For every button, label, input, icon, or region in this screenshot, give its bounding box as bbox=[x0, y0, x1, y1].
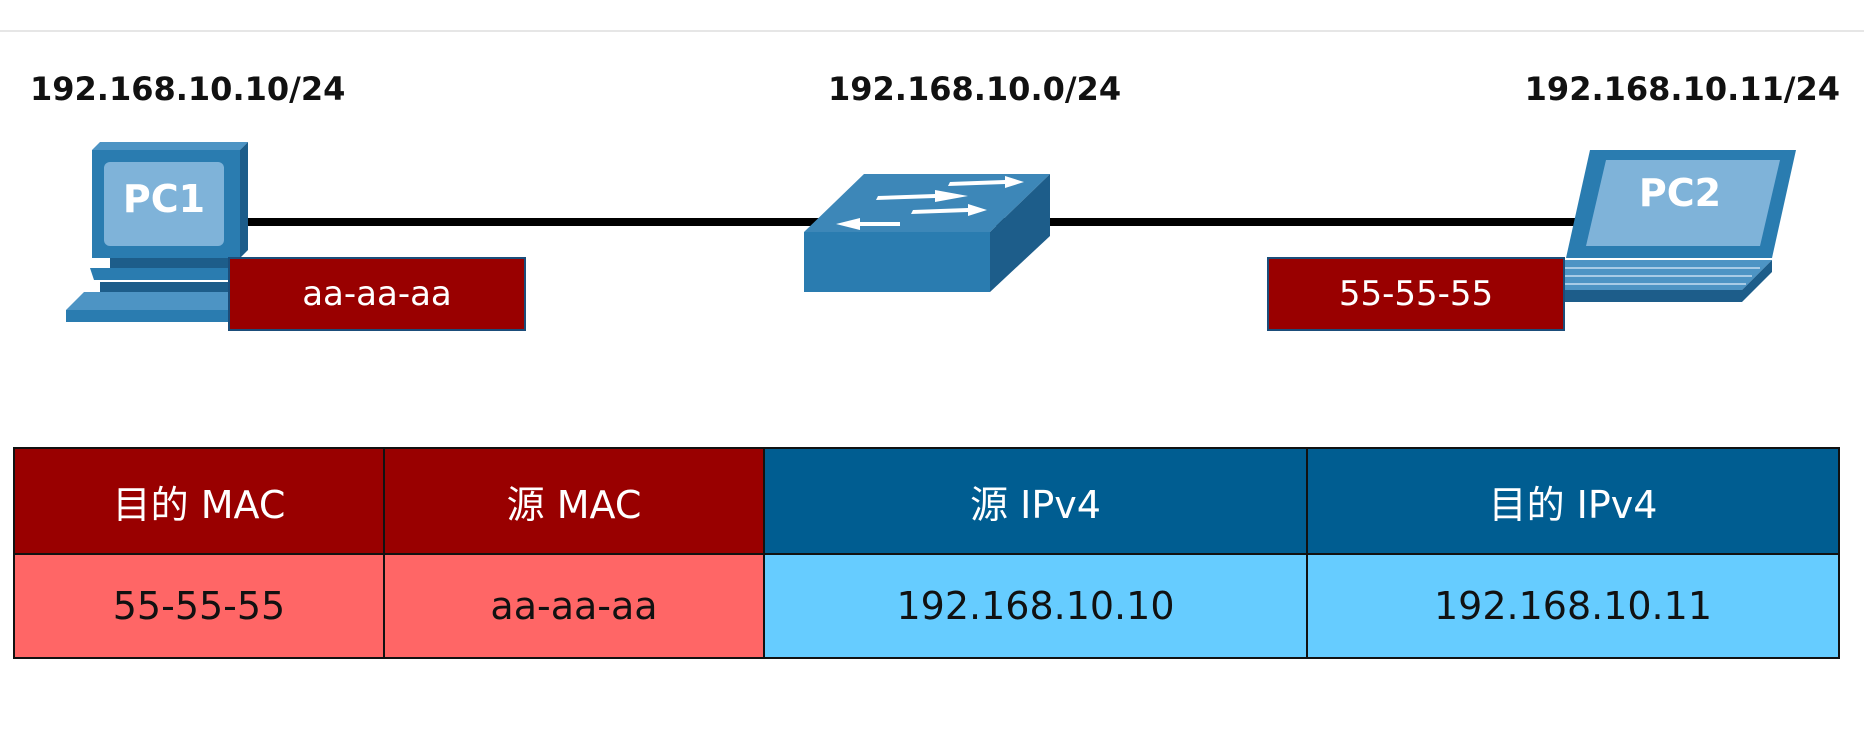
dest-ipv4-value: 192.168.10.11 bbox=[1306, 553, 1840, 659]
src-ipv4-header: 源 IPv4 bbox=[763, 447, 1308, 555]
pc2-ip-label: 192.168.10.11/24 bbox=[1524, 70, 1840, 108]
src-mac-header: 源 MAC bbox=[383, 447, 765, 555]
src-ipv4-value: 192.168.10.10 bbox=[763, 553, 1308, 659]
dest-mac-header: 目的 MAC bbox=[13, 447, 385, 555]
dest-ipv4-header: 目的 IPv4 bbox=[1306, 447, 1840, 555]
frame-header-row: 目的 MAC 源 MAC 源 IPv4 目的 IPv4 bbox=[13, 447, 1840, 555]
pc2-mac-address: 55-55-55 bbox=[1267, 257, 1565, 331]
network-address-label: 192.168.10.0/24 bbox=[828, 70, 1122, 108]
frame-header-table: 目的 MAC 源 MAC 源 IPv4 目的 IPv4 55-55-55 aa-… bbox=[13, 447, 1840, 659]
switch-icon[interactable] bbox=[804, 174, 1050, 292]
pc2-label: PC2 bbox=[1639, 171, 1721, 215]
src-mac-value: aa-aa-aa bbox=[383, 553, 765, 659]
pc2-laptop-icon[interactable]: PC2 bbox=[1530, 150, 1796, 302]
top-divider bbox=[0, 30, 1864, 32]
pc1-ip-label: 192.168.10.10/24 bbox=[30, 70, 346, 108]
pc1-mac-address: aa-aa-aa bbox=[228, 257, 526, 331]
pc1-label: PC1 bbox=[123, 177, 205, 221]
pc1-desktop-icon[interactable]: PC1 bbox=[66, 142, 250, 322]
frame-value-row: 55-55-55 aa-aa-aa 192.168.10.10 192.168.… bbox=[13, 553, 1840, 659]
network-topology: PC1 PC2 bbox=[66, 142, 1796, 322]
dest-mac-value: 55-55-55 bbox=[13, 553, 385, 659]
